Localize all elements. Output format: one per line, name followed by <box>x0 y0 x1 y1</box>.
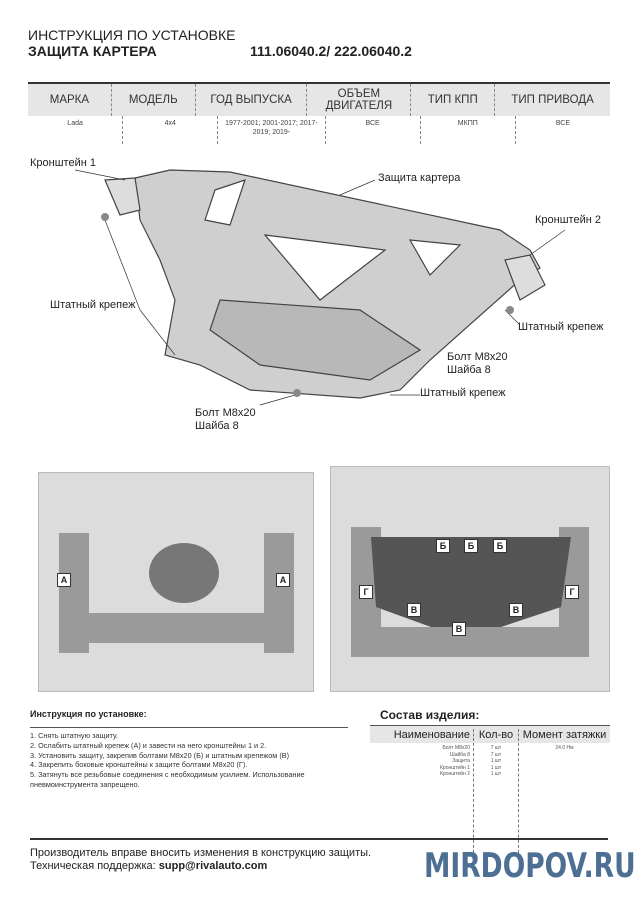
mark-v: В <box>452 622 466 636</box>
item-qty: 1 шт <box>490 758 502 764</box>
doc-title: ЗАЩИТА КАРТЕРА <box>28 43 157 59</box>
spec-value-row: Lada 4x4 1977-2001; 2001-2017; 2017-2019… <box>28 116 610 144</box>
label-washer: Шайба 8 <box>195 420 239 432</box>
guard-diagram <box>74 169 566 406</box>
item-torque: 24.0 Нм <box>555 745 574 751</box>
bracket-1 <box>104 177 141 216</box>
item-name: Кронштейн 2 <box>440 771 470 777</box>
col-header-name: Наименование <box>393 728 470 741</box>
bracket-2 <box>504 254 546 301</box>
label-std-fastener: Штатный крепеж <box>50 299 136 311</box>
mark-a: А <box>57 573 71 587</box>
spec-header: ТИП КПП <box>410 84 494 116</box>
composition-header-row: Наименование Кол-во Момент затяжки <box>370 725 610 743</box>
spec-header-row: МАРКА МОДЕЛЬ ГОД ВЫПУСКА ОБЪЕМ ДВИГАТЕЛЯ… <box>28 84 610 116</box>
support-label: Техническая поддержка: <box>30 860 159 872</box>
instruction-step: 1. Снять штатную защиту. <box>30 731 118 740</box>
composition-title: Состав изделия: <box>380 708 480 722</box>
mark-b: Б <box>493 539 507 553</box>
instruction-step: 5. Затянуть все резьбовые соединения с н… <box>30 770 305 789</box>
label-std-fastener: Штатный крепеж <box>420 387 506 399</box>
bolt-icon <box>293 389 301 397</box>
spec-header: ГОД ВЫПУСКА <box>194 84 307 116</box>
mark-g: Г <box>565 585 579 599</box>
fastener-icon <box>101 213 109 221</box>
doc-subtitle: ИНСТРУКЦИЯ ПО УСТАНОВКЕ <box>28 27 236 43</box>
spec-value: 1977-2001; 2001-2017; 2017-2019; 2019- <box>217 116 324 144</box>
label-bolt: Болт М8х20 <box>447 351 508 363</box>
part-code: 111.06040.2/ 222.06040.2 <box>250 43 412 59</box>
mark-b: Б <box>436 539 450 553</box>
spec-value: ВСЕ <box>514 116 610 144</box>
label-bolt: Болт М8х20 <box>195 407 256 419</box>
item-qty: 1 шт <box>490 764 502 771</box>
photo-after-install: Б Б Б Г Г В В В <box>330 466 610 692</box>
spec-value: ВСЕ <box>324 116 420 144</box>
watermark-logo: MIRDOPOV.RU <box>424 846 636 886</box>
footer-disclaimer: Производитель вправе вносить изменения в… <box>30 847 372 859</box>
item-qty: 1 шт <box>490 771 502 777</box>
composition-table: Наименование Кол-во Момент затяжки Болт … <box>370 725 610 858</box>
instruction-step: 2. Ослабить штатный крепеж (А) и завести… <box>30 740 267 750</box>
footer-support: Техническая поддержка: supp@rivalauto.co… <box>30 860 267 872</box>
mark-v: В <box>407 603 421 617</box>
support-email-link[interactable]: supp@rivalauto.com <box>158 860 268 872</box>
composition-body: Болт М8х20 Шайба 8 Защита Кронштейн 1 Кр… <box>370 743 610 858</box>
vehicle-spec-table: МАРКА МОДЕЛЬ ГОД ВЫПУСКА ОБЪЕМ ДВИГАТЕЛЯ… <box>28 82 610 144</box>
footer-divider <box>30 838 608 840</box>
item-name: Защита <box>452 758 470 764</box>
spec-value: 4x4 <box>122 116 217 144</box>
instructions-list: 1. Снять штатную защиту. 2. Ослабить шта… <box>30 731 330 790</box>
bolt-icon <box>506 306 514 314</box>
spec-header: МОДЕЛЬ <box>110 84 195 116</box>
item-name: Шайба 8 <box>450 751 470 758</box>
instruction-step: 3. Установить защиту, закрепив болтами М… <box>30 750 290 760</box>
instruction-step: 4. Закрепить боковые кронштейны к защите… <box>30 760 248 770</box>
spec-header: МАРКА <box>49 94 90 106</box>
spec-header: ОБЪЕМ ДВИГАТЕЛЯ <box>306 84 410 116</box>
mark-b: Б <box>464 539 478 553</box>
label-bracket-1: Кронштейн 1 <box>30 157 96 169</box>
mark-a: А <box>276 573 290 587</box>
item-name: Болт М8х20 <box>442 745 470 751</box>
spec-header: ТИП ПРИВОДА <box>494 84 610 116</box>
col-header-torque: Момент затяжки <box>518 728 610 741</box>
label-bracket-2: Кронштейн 2 <box>535 214 601 226</box>
photo-before-install: А А <box>38 472 314 692</box>
instructions-title: Инструкция по установке: <box>30 709 147 719</box>
label-washer: Шайба 8 <box>447 364 491 376</box>
item-name: Кронштейн 1 <box>440 764 470 771</box>
item-qty: 7 шт <box>490 745 502 751</box>
divider <box>30 727 348 728</box>
mark-g: Г <box>359 585 373 599</box>
label-guard: Защита картера <box>378 172 461 184</box>
item-qty: 7 шт <box>490 751 502 758</box>
mark-v: В <box>509 603 523 617</box>
spec-value: МКПП <box>419 116 515 144</box>
label-std-fastener: Штатный крепеж <box>518 321 604 333</box>
spec-value: Lada <box>67 120 83 127</box>
col-header-qty: Кол-во <box>473 728 518 741</box>
